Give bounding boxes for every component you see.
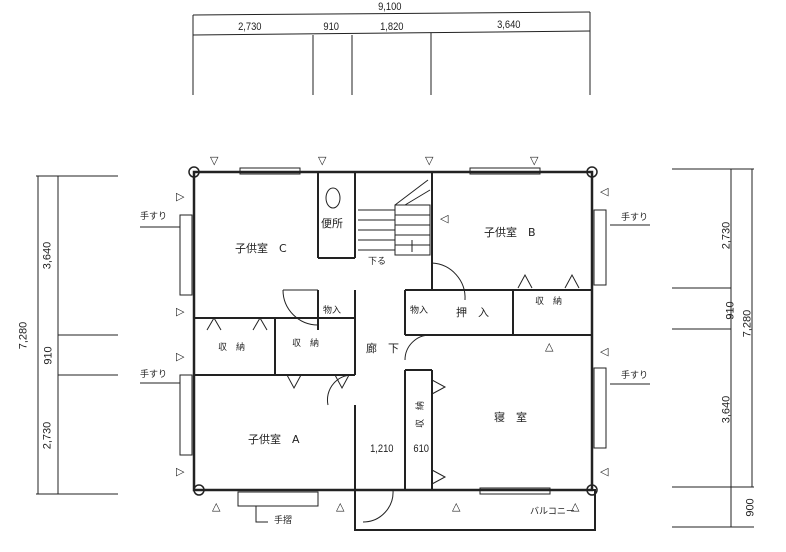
dim-closet-width: 610 [413, 443, 429, 455]
right-dimension-lines [672, 168, 754, 528]
svg-text:▽: ▽ [318, 154, 327, 167]
stairs-down-label: 下る [368, 257, 387, 267]
oshiire-closet: 押 入 [456, 306, 489, 319]
corridor-label: 廊 下 [366, 342, 399, 355]
dim-top-segment: 910 [323, 21, 339, 33]
triangle-markers: ▽ ▽ ▽ ▽ ▷ ▷ ▷ ▷ ◁ ◁ ◁ △ △ △ △ △ ◁ [176, 154, 609, 513]
dim-top-segment: 3,640 [497, 19, 521, 31]
svg-text:▷: ▷ [176, 190, 185, 203]
dim-right-segment: 3,640 [720, 395, 733, 424]
dim-right-segment: 2,730 [720, 221, 733, 250]
dim-hall-width: 1,210 [370, 443, 394, 455]
closet-label: 収 納 [218, 343, 246, 353]
windows-handrails [140, 167, 650, 523]
left-dimension-lines [36, 175, 118, 495]
closet-label: 収 納 [416, 400, 427, 429]
room-toilet: 便所 [321, 217, 343, 230]
room-child-a: 子供室 A [248, 433, 300, 446]
svg-text:△: △ [452, 500, 461, 513]
handrail-label: 手すり [621, 213, 649, 223]
dim-left-segment: 2,730 [41, 421, 54, 450]
svg-text:▽: ▽ [530, 154, 539, 167]
handrail-label: 手すり [140, 212, 168, 222]
handrail-label: 手すり [621, 371, 649, 381]
svg-text:◁: ◁ [440, 212, 449, 225]
svg-text:◁: ◁ [600, 185, 609, 198]
door-swings [282, 262, 466, 523]
closet-label: 収 納 [535, 297, 563, 307]
dim-right-total: 7,280 [741, 309, 754, 338]
storage-left: 物入 [323, 306, 342, 316]
handrail-label: 手すり [140, 370, 168, 380]
closet-door-marks [206, 273, 580, 485]
staircase [358, 179, 431, 256]
svg-text:▷: ▷ [176, 350, 185, 363]
svg-text:△: △ [336, 500, 345, 513]
toilet-icon [325, 187, 341, 209]
svg-text:△: △ [212, 500, 221, 513]
closet-label: 収 納 [292, 339, 320, 349]
handrail-label: 手摺 [274, 516, 293, 526]
dim-top-total: 9,100 [378, 1, 402, 13]
dim-right-segment: 910 [724, 301, 737, 320]
storage-right: 物入 [410, 306, 429, 316]
room-child-b: 子供室 B [484, 226, 536, 239]
balcony-label: バルコニー [530, 507, 575, 517]
room-bedroom: 寝 室 [494, 411, 527, 424]
svg-text:◁: ◁ [600, 465, 609, 478]
svg-text:▽: ▽ [210, 154, 219, 167]
interior-walls [194, 172, 592, 490]
svg-text:◁: ◁ [600, 345, 609, 358]
svg-text:△: △ [545, 340, 554, 353]
dim-top-segment: 1,820 [380, 21, 404, 33]
svg-text:▽: ▽ [425, 154, 434, 167]
dim-left-segment: 3,640 [41, 241, 54, 270]
room-child-c: 子供室 C [235, 242, 287, 255]
dim-right-segment: 900 [744, 498, 757, 517]
svg-text:▷: ▷ [176, 305, 185, 318]
top-dimension-lines [192, 11, 591, 95]
dim-left-segment: 910 [42, 346, 55, 365]
dim-left-total: 7,280 [17, 321, 30, 350]
dim-top-segment: 2,730 [238, 21, 262, 33]
balcony-outline [354, 489, 596, 531]
svg-text:△: △ [571, 500, 580, 513]
svg-text:▷: ▷ [176, 465, 185, 478]
